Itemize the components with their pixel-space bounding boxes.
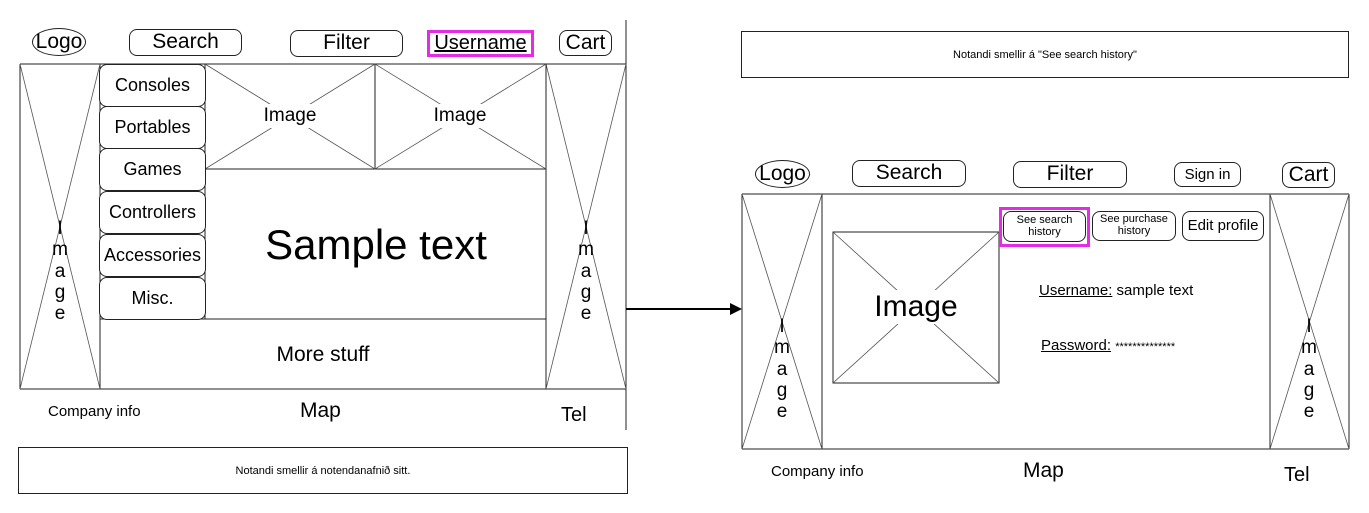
left-caption: Notandi smellir á notendanafnið sitt. — [18, 447, 628, 494]
logo[interactable]: Logo — [32, 28, 86, 56]
side-image-letter: e — [54, 303, 66, 325]
side-image-letter: m — [1301, 337, 1317, 359]
sidebar-item-games[interactable]: Games — [99, 148, 206, 191]
side-image-letter: m — [578, 239, 594, 261]
side-image-letter: m — [774, 337, 790, 359]
sidebar-item-consoles[interactable]: Consoles — [99, 64, 206, 107]
map-label: Map — [1023, 459, 1064, 482]
sidebar-item-misc[interactable]: Misc. — [99, 277, 206, 320]
profile-image-label: Image — [860, 290, 972, 324]
side-image-letter: I — [1306, 316, 1312, 337]
username-value: sample text — [1116, 282, 1194, 299]
logo[interactable]: Logo — [755, 160, 810, 188]
side-image-letter: g — [1303, 379, 1315, 401]
side-image-letter: g — [54, 281, 66, 303]
side-image-letter: e — [580, 303, 592, 325]
filter-button[interactable]: Filter — [1013, 161, 1127, 188]
company-info: Company info — [48, 403, 141, 420]
side-image-letter: I — [583, 218, 589, 239]
edit-profile-button[interactable]: Edit profile — [1182, 211, 1264, 241]
username-row: Username: sample text — [1039, 282, 1193, 299]
username-label: Username: — [1039, 282, 1113, 299]
side-image-letter: a — [54, 260, 66, 282]
password-value: ************** — [1115, 341, 1176, 353]
password-row: Password: ************** — [1041, 337, 1175, 354]
side-image-letter: g — [580, 281, 592, 303]
map-label: Map — [300, 399, 341, 422]
more-stuff: More stuff — [276, 342, 370, 366]
search-button[interactable]: Search — [129, 29, 242, 56]
see-search-history-highlight — [999, 207, 1090, 247]
side-image-letter: a — [1303, 358, 1315, 380]
company-info: Company info — [771, 463, 864, 480]
username-link[interactable]: Username — [427, 30, 534, 57]
sign-in-button[interactable]: Sign in — [1174, 162, 1241, 187]
side-image-letter: e — [1303, 401, 1315, 423]
side-image-letter: I — [57, 218, 63, 239]
tel-label: Tel — [1284, 464, 1310, 486]
see-purchase-history-button[interactable]: See purchase history — [1092, 211, 1176, 241]
password-label: Password: — [1041, 337, 1112, 354]
see-search-history-button[interactable]: See search history — [1003, 211, 1086, 242]
cart-button[interactable]: Cart — [559, 30, 612, 56]
right-caption: Notandi smellir á "See search history" — [741, 31, 1349, 78]
side-image-letter: m — [52, 239, 68, 261]
side-image-letter: g — [776, 379, 788, 401]
filter-button[interactable]: Filter — [290, 30, 403, 57]
banner-image-1-label: Image — [230, 104, 350, 128]
sidebar-item-accessories[interactable]: Accessories — [99, 234, 206, 277]
search-button[interactable]: Search — [852, 160, 966, 187]
side-image-letter: I — [779, 316, 785, 337]
cart-button[interactable]: Cart — [1282, 162, 1335, 188]
side-image-letter: e — [776, 401, 788, 423]
sample-text: Sample text — [265, 220, 487, 268]
banner-image-2-label: Image — [400, 104, 520, 128]
sidebar-item-portables[interactable]: Portables — [99, 106, 206, 149]
sidebar-item-controllers[interactable]: Controllers — [99, 191, 206, 234]
side-image-letter: a — [776, 358, 788, 380]
side-image-letter: a — [580, 260, 592, 282]
tel-label: Tel — [561, 404, 587, 426]
